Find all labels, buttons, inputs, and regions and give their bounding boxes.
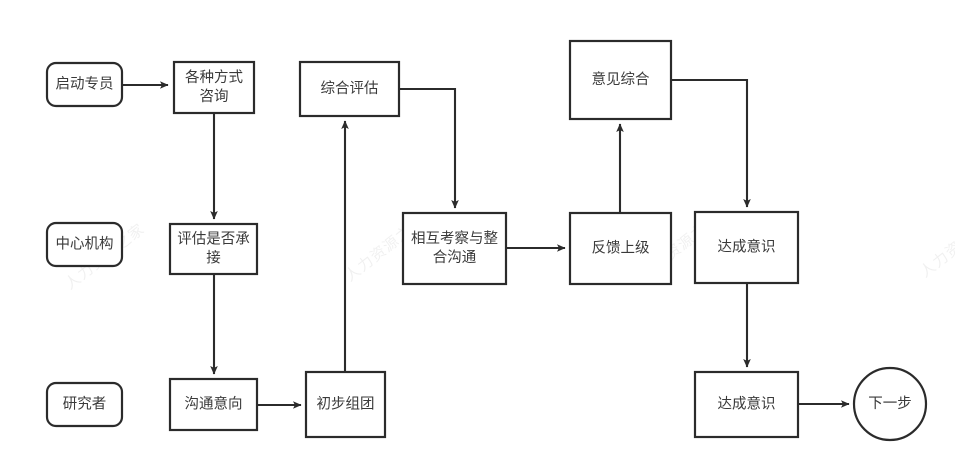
node-label: 综合评估 [321, 80, 379, 97]
node-label: 达成意识 [718, 237, 776, 255]
node-rect[interactable] [401, 211, 508, 286]
node-n5[interactable]: 相互考察与整合沟通 [401, 211, 508, 286]
edge-n3-to-n7 [671, 78, 751, 208]
node-rect[interactable] [304, 370, 387, 439]
node-rect[interactable] [172, 60, 256, 115]
node-n1[interactable]: 各种方式咨询 [172, 60, 256, 115]
edge-n2-to-n5 [399, 87, 459, 209]
edge-group [122, 78, 850, 409]
lane-label: 中心机构 [56, 235, 114, 252]
node-label: 评估是否承接 [177, 230, 250, 266]
node-label: 沟通意向 [185, 394, 243, 412]
node-rect[interactable] [568, 211, 673, 286]
node-label: 各种方式咨询 [185, 69, 243, 105]
node-label: 达成意识 [718, 394, 776, 412]
node-n3[interactable]: 意见综合 [568, 39, 673, 121]
node-label: 初步组团 [317, 395, 375, 412]
node-n7[interactable]: 达成意识 [693, 210, 800, 285]
node-n9[interactable]: 初步组团 [304, 370, 387, 439]
lane-box[interactable] [45, 61, 124, 108]
node-label: 意见综合 [592, 70, 650, 88]
node-n4[interactable]: 评估是否承接 [168, 222, 259, 276]
node-group: 各种方式咨询综合评估意见综合评估是否承接相互考察与整合沟通反馈上级达成意识沟通意… [168, 39, 928, 442]
node-rect[interactable] [298, 60, 401, 118]
node-label: 下一步 [868, 395, 912, 412]
lane-label: 启动专员 [56, 75, 114, 92]
node-rect[interactable] [168, 222, 259, 276]
node-n10[interactable]: 达成意识 [693, 370, 800, 439]
node-n6[interactable]: 反馈上级 [568, 211, 673, 286]
lane-label-lane-1[interactable]: 启动专员 [45, 61, 124, 108]
node-rect[interactable] [693, 370, 800, 439]
lane-box[interactable] [45, 221, 124, 268]
watermark-text: 人力资源之家 [917, 209, 955, 282]
node-rect[interactable] [168, 377, 259, 432]
node-n8[interactable]: 沟通意向 [168, 377, 259, 432]
node-n11[interactable]: 下一步 [852, 366, 928, 442]
node-rect[interactable] [693, 210, 800, 285]
node-label: 相互考察与整合沟通 [411, 229, 498, 266]
node-rect[interactable] [568, 39, 673, 121]
node-label: 反馈上级 [592, 239, 650, 256]
lane-label-lane-3[interactable]: 研究者 [45, 381, 124, 428]
lane-label-lane-2[interactable]: 中心机构 [45, 221, 124, 268]
node-circle[interactable] [852, 366, 928, 442]
node-n2[interactable]: 综合评估 [298, 60, 401, 118]
lane-label: 研究者 [63, 395, 107, 412]
lane-box[interactable] [45, 381, 124, 428]
